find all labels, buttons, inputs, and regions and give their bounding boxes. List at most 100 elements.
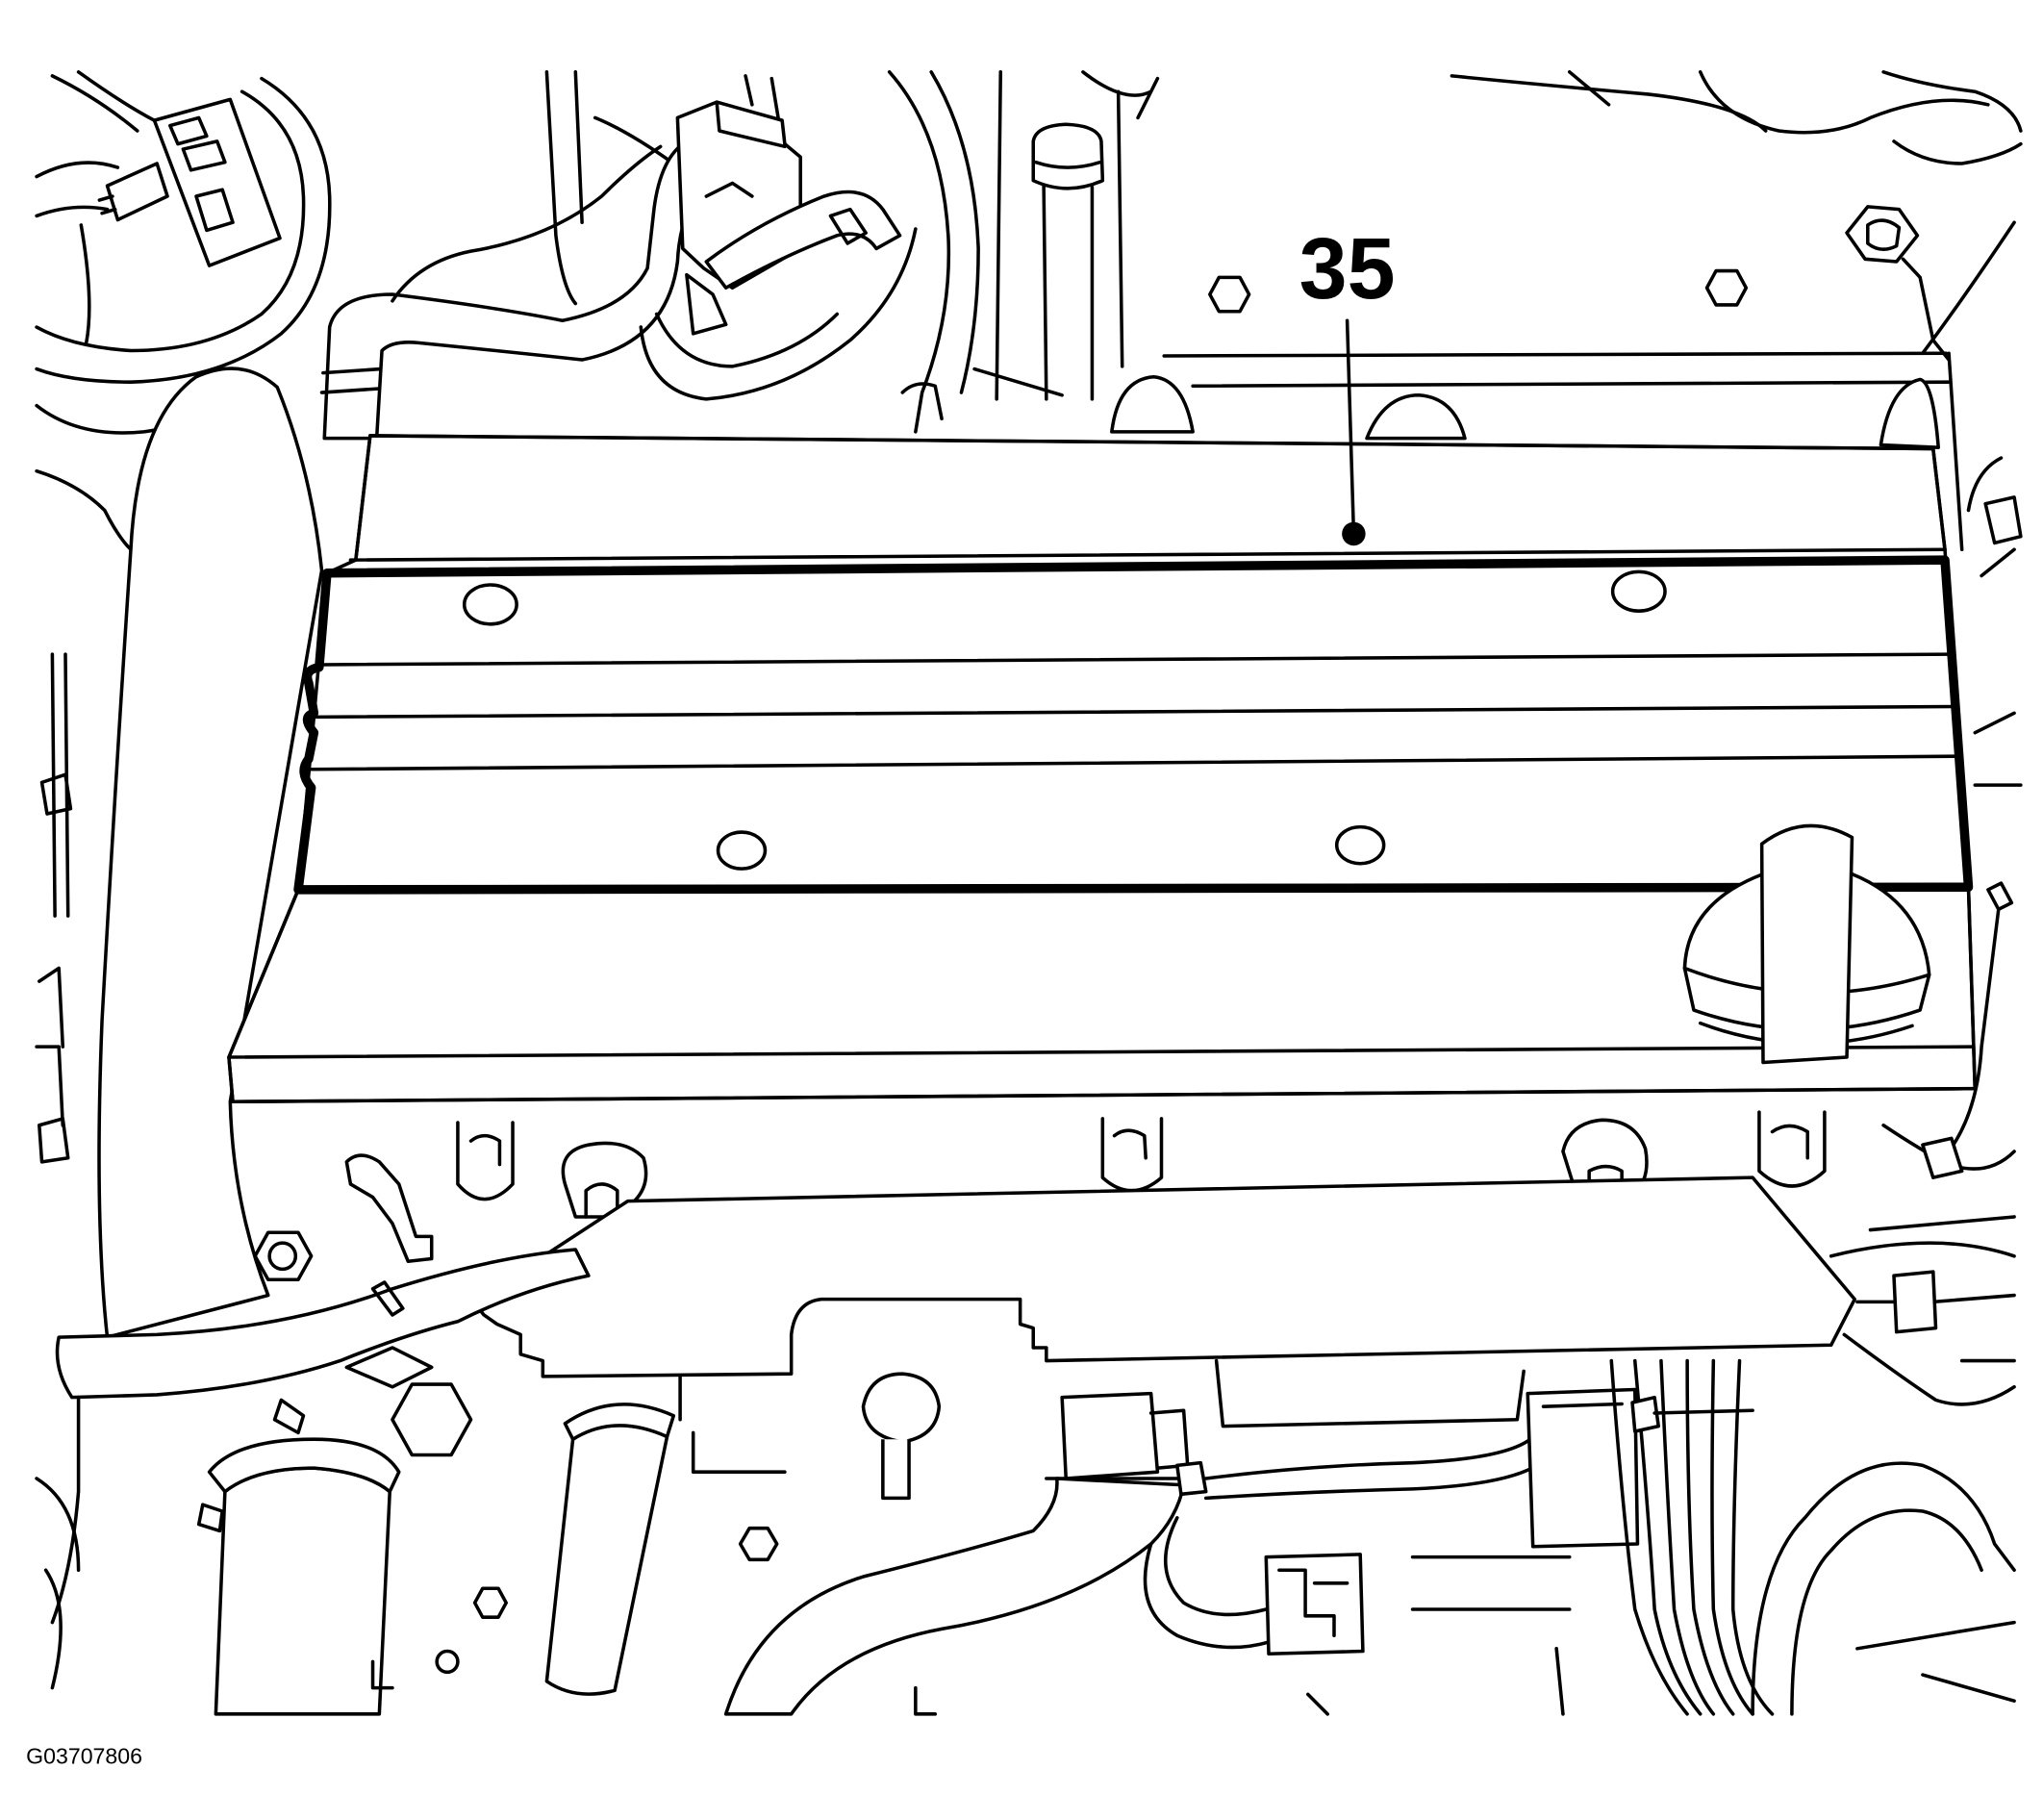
wire-loop: [35, 89, 306, 353]
sensor-edge: [704, 100, 787, 198]
connector-terminal: [181, 139, 227, 172]
top-right-area: [1110, 70, 2023, 787]
valve-cover-left-edge: [354, 434, 372, 562]
hose-edge: [50, 1395, 81, 1625]
bolt-shank: [1042, 184, 1095, 401]
bolt-cap: [1031, 122, 1105, 190]
large-hose-edge: [929, 70, 980, 394]
pipe-fitting: [828, 207, 868, 245]
upper-bracket: [1162, 351, 1949, 358]
hose-edge: [391, 144, 663, 303]
wire: [35, 161, 120, 179]
body-line: [1921, 220, 2016, 356]
plug-pin: [97, 194, 117, 215]
harness-wire: [1685, 1358, 1735, 1716]
callout-leader-dot: [1342, 521, 1366, 546]
bracket-corner: [370, 1659, 394, 1690]
body-line: [1567, 70, 1611, 107]
harness-wire: [1659, 1358, 1716, 1716]
oil-cap-grip: [1759, 823, 1854, 1065]
hex-nut: [253, 1230, 314, 1282]
bolt-head: [584, 1182, 619, 1219]
module-block-edge: [1541, 1402, 1624, 1408]
sensor-wire: [1901, 257, 1951, 362]
sensor-mount: [744, 74, 780, 120]
valve-cover-rib: [319, 652, 1954, 667]
hex-nut: [738, 1526, 779, 1562]
engine-block-line: [914, 1685, 1329, 1716]
valve-cover: [227, 434, 2014, 1153]
wire-connector: [1921, 1136, 1964, 1179]
large-hose-edge: [887, 70, 951, 434]
left-margin-nut: [38, 1117, 70, 1164]
oil-filler-cap: [1682, 823, 1931, 1065]
camshaft-cap: [1879, 377, 1940, 449]
heat-shield: [471, 1175, 1856, 1474]
cylinder-head-bosses: [253, 1110, 1827, 1282]
shield-lower-rail: [691, 1430, 787, 1474]
hose-edge: [639, 227, 918, 401]
hose-band: [319, 367, 383, 394]
right-wire: [1947, 907, 2001, 1153]
hose-loop: [1790, 1508, 1983, 1716]
left-margin-line: [35, 966, 65, 1127]
callout: 35: [1299, 221, 1396, 546]
wire: [1842, 1332, 2016, 1406]
bolt-boss: [561, 1141, 648, 1219]
body-line: [1892, 139, 2023, 165]
wire: [1652, 1408, 1754, 1415]
camshaft-cap: [1110, 374, 1195, 434]
bracket-column: [1081, 70, 1160, 368]
harness-wire: [1609, 1358, 1689, 1716]
intake-hose: [97, 367, 324, 1339]
wire: [1203, 1437, 1532, 1480]
hex-nut: [1208, 275, 1251, 314]
harness-wire: [1632, 1358, 1702, 1716]
lower-coolant-hose: [214, 1466, 391, 1716]
harness-wire: [1710, 1358, 1754, 1716]
lower-middle-area: [544, 1372, 1572, 1716]
valve-cover-flange: [227, 1045, 1975, 1059]
wire: [1829, 1215, 2016, 1258]
small-tab: [272, 1398, 306, 1435]
top-center-hoses: [319, 70, 1160, 441]
small-connector: [685, 272, 728, 336]
bolt-head: [1587, 1164, 1624, 1203]
harness-wire: [1730, 1358, 1775, 1716]
callout-label: 35: [1299, 221, 1396, 317]
top-left-connector-assembly: [35, 70, 332, 1164]
connector-terminal: [168, 115, 209, 146]
wire: [1203, 1463, 1539, 1501]
wire: [76, 70, 157, 122]
upper-bracket: [1191, 380, 1951, 389]
bracket-line: [79, 223, 91, 345]
hose-clip: [900, 382, 944, 421]
stud: [881, 1439, 911, 1501]
cover-bolt-hole: [716, 830, 768, 871]
wire-loop: [1163, 1516, 1269, 1617]
wire: [50, 74, 139, 133]
valve-cover-rib: [315, 704, 1957, 720]
hose-edge: [654, 312, 840, 368]
figure-id: G03707806: [26, 1744, 142, 1769]
vertical-hose: [544, 1424, 669, 1696]
hex-nut: [391, 1382, 473, 1457]
valve-cover-right-edge: [1966, 885, 1978, 1091]
left-intake-hose: [97, 367, 324, 1339]
right-edge-line: [1947, 351, 2004, 552]
valve-cover-gasket-outline: [293, 555, 1974, 895]
small-hole: [435, 1649, 460, 1675]
stud-nut: [861, 1372, 942, 1444]
right-tab: [1986, 881, 2014, 912]
bolt-slot-inner: [1112, 1128, 1148, 1160]
valve-cover-rib: [309, 754, 1960, 771]
sensor-bolt: [1845, 205, 1920, 264]
bolt-ring: [1034, 160, 1102, 169]
bracket-column: [972, 70, 1064, 401]
bolt-slot: [456, 1121, 515, 1201]
body-line: [1698, 70, 1990, 135]
wire-clamp: [1175, 1460, 1208, 1497]
shield-lower-rail: [678, 1358, 1526, 1428]
wire-loop: [35, 76, 332, 384]
